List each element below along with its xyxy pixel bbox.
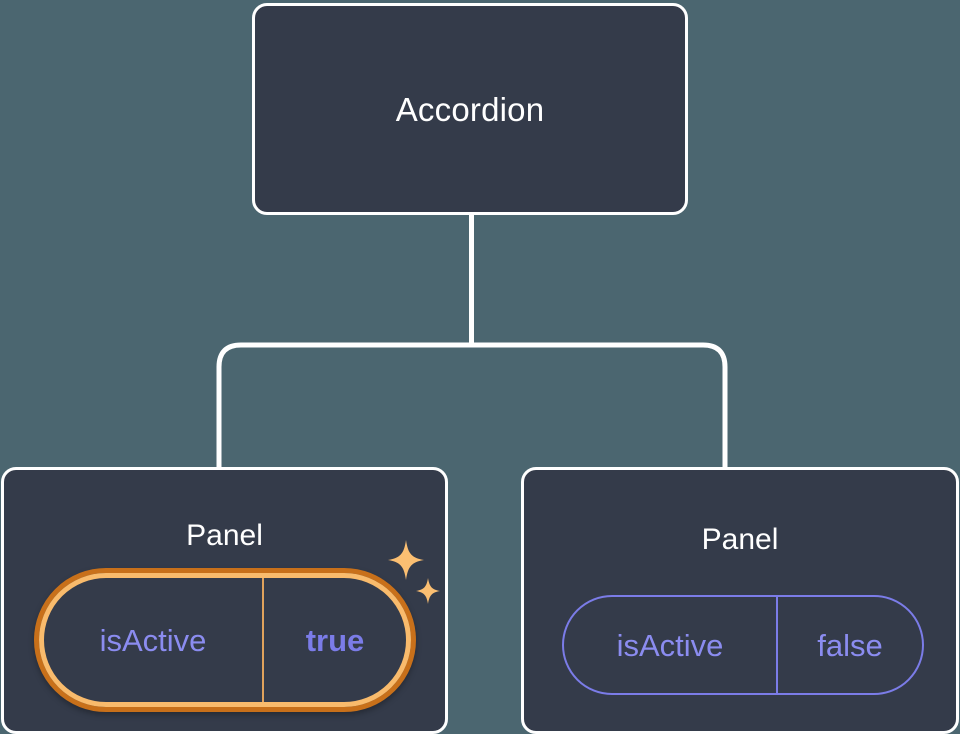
prop-key-isactive: isActive [99,622,207,658]
tree-node-root[interactable]: Accordion [252,3,688,215]
prop-value-isactive: false [776,597,922,693]
prop-value-isactive: true [262,578,406,702]
panel-node-title: Panel [701,523,779,556]
panel-node-title: Panel [186,519,263,552]
connector-branch-bar [216,342,728,468]
prop-key-isactive: isActive [616,627,724,663]
root-node-title: Accordion [395,90,545,128]
prop-pill-inactive[interactable]: isActive false [562,595,924,695]
prop-pill-active[interactable]: isActive true [39,573,411,707]
prop-pill-highlight-ring: isActive true [34,568,416,712]
tree-node-panel-inactive[interactable]: Panel isActive false [521,467,959,734]
